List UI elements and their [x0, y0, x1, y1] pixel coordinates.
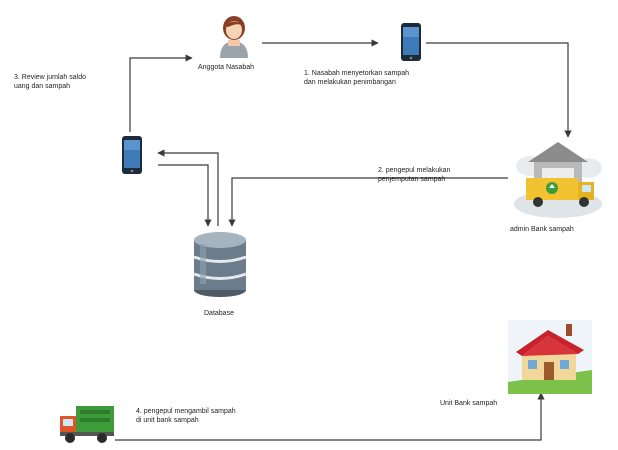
step-4-label: 4. pengepul mengambil sampah di unit ban…: [136, 408, 236, 424]
admin-bank-sampah-label: admin Bank sampah: [510, 226, 574, 233]
arrow-phone-to-admin: [426, 42, 572, 138]
garbage-truck-warehouse-icon: [514, 142, 602, 218]
arrow-truck-to-unit: [115, 392, 545, 441]
arrow-database-to-phone: [157, 149, 219, 226]
smartphone-icon: [401, 23, 421, 61]
person-avatar-icon: [220, 16, 248, 58]
step-2-label: 2. pengepul melakukan penjemputan sampah: [378, 167, 451, 183]
unit-bank-sampah-label: Unit Bank sampah: [440, 400, 498, 407]
arrow-admin-to-database: [228, 177, 508, 227]
arrow-phone-to-anggota: [129, 54, 193, 132]
house-icon: [508, 320, 592, 394]
anggota-nasabah-label: Anggota Nasabah: [198, 64, 255, 71]
step-1-label: 1. Nasabah menyetorkan sampah dan melaku…: [304, 70, 410, 86]
garbage-truck-icon: [60, 406, 114, 443]
database-label: Database: [204, 310, 234, 317]
smartphone-left-icon: [122, 136, 142, 174]
step-3-label: 3. Review jumlah saldo uang dan sampah: [14, 74, 86, 90]
database-cylinder-icon: [193, 232, 247, 297]
arrow-phone-to-database: [158, 164, 212, 227]
